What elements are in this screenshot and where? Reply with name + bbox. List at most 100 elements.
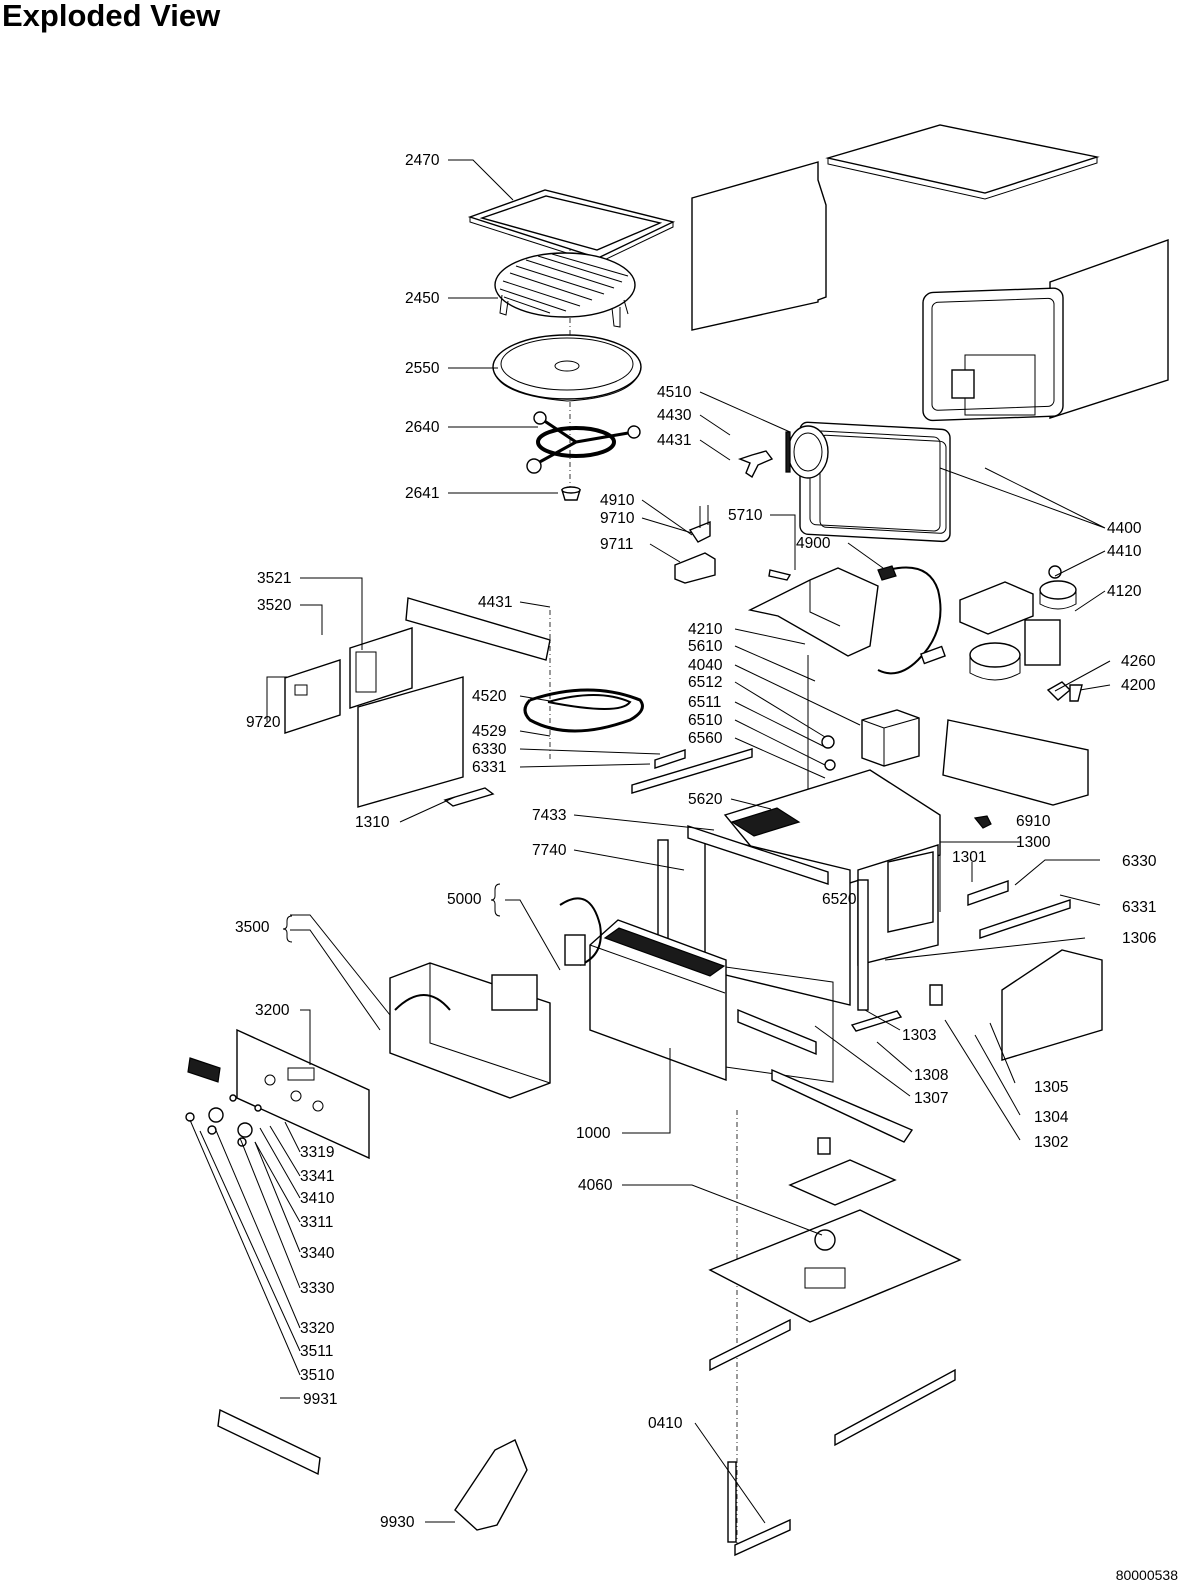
callout-6331b: 6331 (1122, 899, 1156, 916)
callout-6511: 6511 (688, 694, 721, 711)
callout-2550: 2550 (405, 360, 440, 377)
callout-5610: 5610 (688, 638, 723, 655)
callout-4430: 4430 (657, 407, 692, 424)
callout-3520: 3520 (257, 597, 292, 614)
callout-2641: 2641 (405, 485, 439, 502)
waveguide-ring (785, 425, 829, 479)
base-runners (709, 1318, 956, 1557)
part-illustrations (185, 124, 1169, 1557)
thermal-fuse (768, 569, 792, 581)
callout-3341: 3341 (300, 1168, 334, 1185)
turntable-plate (492, 334, 642, 402)
callout-4520: 4520 (472, 688, 507, 705)
callout-2450: 2450 (405, 290, 440, 307)
relay-parts (1046, 681, 1083, 702)
callout-1303: 1303 (902, 1027, 936, 1044)
callout-5620: 5620 (688, 791, 723, 808)
rear-panel (1049, 239, 1169, 419)
callout-6330b: 6330 (1122, 853, 1157, 870)
right-components (929, 815, 1103, 1061)
callout-6560: 6560 (688, 730, 723, 747)
grill-rack (494, 252, 636, 328)
callout-3511: 3511 (300, 1343, 333, 1360)
callout-4200: 4200 (1121, 677, 1156, 694)
callout-9710: 9710 (600, 510, 635, 527)
callout-1301: 1301 (952, 849, 986, 866)
power-cord (877, 565, 946, 675)
callout-3311: 3311 (300, 1214, 333, 1231)
callout-labels: 2470 2450 2550 2640 2641 4510 4430 4431 … (235, 152, 1157, 1531)
callout-3510: 3510 (300, 1367, 335, 1384)
callout-1308: 1308 (914, 1067, 948, 1084)
callout-6510: 6510 (688, 712, 723, 729)
clip (443, 787, 495, 807)
callout-3319: 3319 (300, 1144, 334, 1161)
panel-end-cap (187, 1057, 221, 1083)
fan-motor-assembly (959, 565, 1077, 681)
callout-1000: 1000 (576, 1125, 611, 1142)
callout-4910: 4910 (600, 492, 635, 509)
callout-5000: 5000 (447, 891, 482, 908)
small-cavity-parts (807, 655, 836, 800)
callout-3410: 3410 (300, 1190, 335, 1207)
top-cover (825, 124, 1100, 200)
roller-ring (526, 411, 641, 474)
callout-3340: 3340 (300, 1245, 335, 1262)
group-braces (282, 883, 501, 943)
callout-2470: 2470 (405, 152, 440, 169)
callout-6330a: 6330 (472, 741, 507, 758)
left-side-panel (691, 161, 827, 331)
callout-4210: 4210 (688, 621, 723, 638)
wiring-harness (559, 897, 602, 966)
callout-1304: 1304 (1034, 1109, 1069, 1126)
callout-4410: 4410 (1107, 543, 1142, 560)
upper-guide-rail (631, 748, 753, 794)
document-number: 80000538 (1115, 1567, 1178, 1583)
callout-3320: 3320 (300, 1320, 335, 1337)
page-title: Exploded View (2, 0, 221, 33)
callout-5710: 5710 (728, 507, 763, 524)
callout-4060: 4060 (578, 1177, 613, 1194)
callout-9711: 9711 (600, 536, 633, 553)
callout-9720: 9720 (246, 714, 281, 731)
callout-4900: 4900 (796, 535, 831, 552)
callout-6520: 6520 (822, 891, 857, 908)
callout-1302: 1302 (1034, 1134, 1068, 1151)
control-panel (236, 1028, 370, 1160)
grill-heating-element (523, 688, 644, 733)
stirrer-fan (737, 450, 774, 479)
callout-2640: 2640 (405, 419, 440, 436)
door (589, 919, 727, 1082)
door-gasket-frames (799, 421, 951, 543)
right-control-bracket (942, 719, 1089, 806)
callout-1300: 1300 (1016, 834, 1051, 851)
left-insulation-panel (357, 676, 464, 808)
door-hinge-strip (687, 825, 829, 885)
stand-bracket (454, 1439, 528, 1531)
callout-4120: 4120 (1107, 583, 1142, 600)
callout-1306: 1306 (1122, 930, 1156, 947)
callout-9930: 9930 (380, 1514, 415, 1531)
switch-bracket (674, 505, 716, 584)
callout-1307: 1307 (914, 1090, 948, 1107)
cavity-frame (922, 287, 1064, 422)
lower-rails (737, 1008, 914, 1143)
trim-strip (217, 1408, 321, 1476)
upper-rail (405, 597, 551, 661)
callout-3521: 3521 (257, 570, 291, 587)
callout-3330: 3330 (300, 1280, 335, 1297)
baking-tray (467, 189, 676, 264)
selector-switch (491, 974, 538, 1011)
callout-9931: 9931 (303, 1391, 337, 1408)
callout-1305: 1305 (1034, 1079, 1068, 1096)
callout-7433: 7433 (532, 807, 566, 824)
coupler (561, 486, 581, 501)
base-plate (708, 1137, 962, 1323)
control-pcb (284, 659, 341, 734)
callout-6331a: 6331 (472, 759, 506, 776)
callout-1310: 1310 (355, 814, 390, 831)
pcb-mounting-bracket (349, 627, 413, 709)
callout-4400: 4400 (1107, 520, 1142, 537)
callout-3500: 3500 (235, 919, 270, 936)
